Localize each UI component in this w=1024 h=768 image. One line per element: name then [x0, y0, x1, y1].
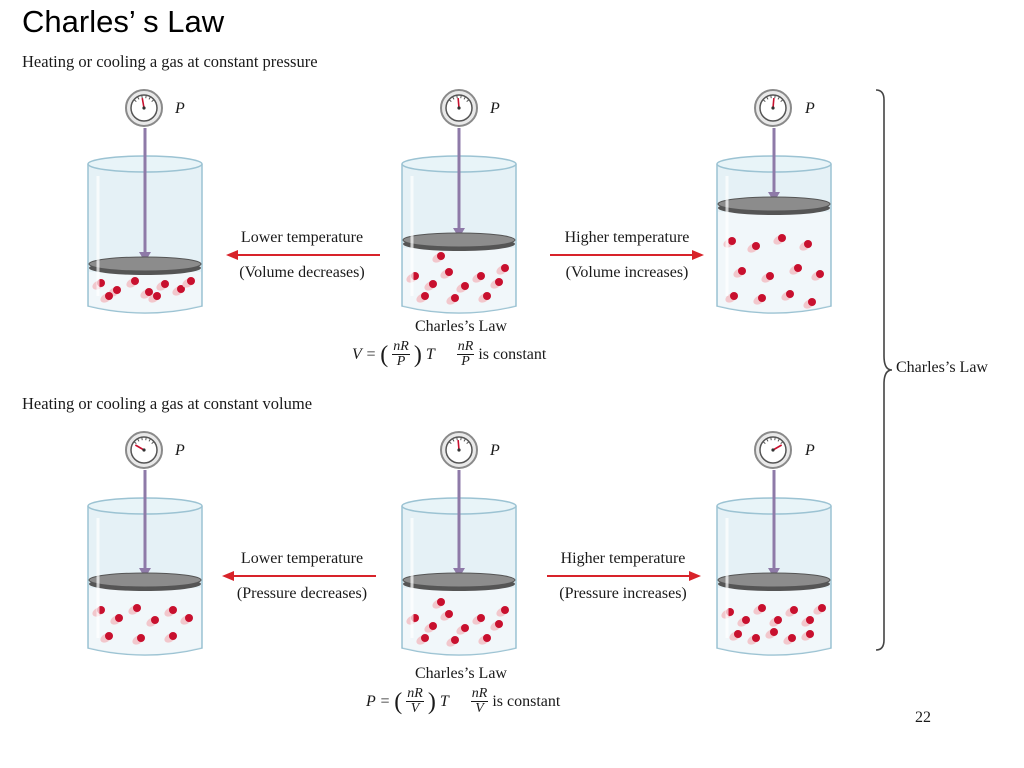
- right-arrow-icon: [550, 250, 704, 260]
- section-heading-constant-volume: Heating or cooling a gas at constant vol…: [22, 394, 313, 413]
- pressure-label: P: [175, 442, 185, 459]
- higher-temperature-label: Higher temperature: [560, 550, 686, 567]
- beaker-heated-high-volume: [716, 128, 832, 314]
- constant-numerator: nR: [470, 686, 489, 702]
- constant-denominator: P: [461, 354, 470, 369]
- pressure-label: P: [175, 100, 185, 117]
- section-heading-constant-pressure: Heating or cooling a gas at constant pre…: [22, 52, 318, 71]
- equation-lhs: V =: [352, 345, 377, 363]
- constant-text: is constant: [478, 345, 547, 363]
- fraction-numerator: nR: [406, 686, 424, 702]
- pressure-increases-label: (Pressure increases): [559, 585, 687, 602]
- pressure-label: P: [490, 100, 500, 117]
- pressure-gauge-icon: [440, 89, 478, 127]
- volume-increases-label: (Volume increases): [565, 264, 689, 281]
- volume-decreases-label: (Volume decreases): [239, 264, 365, 281]
- fraction-denominator: V: [410, 701, 420, 716]
- slide-title: Charles’ s Law: [22, 4, 225, 39]
- pressure-label: P: [805, 442, 815, 459]
- beaker-initial-state: [401, 128, 517, 314]
- fraction-numerator: nR: [392, 339, 410, 355]
- equation-lhs: P =: [366, 692, 391, 710]
- lower-temperature-label: Lower temperature: [240, 550, 364, 567]
- pressure-gauge-icon: [754, 89, 792, 127]
- law-caption: Charles’s Law: [415, 318, 507, 335]
- left-arrow-icon: [222, 571, 376, 581]
- pressure-label: P: [805, 100, 815, 117]
- pressure-gauge-icon: [440, 431, 478, 469]
- beaker-initial-state: [401, 470, 517, 656]
- pressure-label: P: [490, 442, 500, 459]
- fraction-denominator: P: [396, 354, 406, 369]
- lower-temperature-label: Lower temperature: [240, 229, 364, 246]
- constant-text: is constant: [492, 692, 561, 710]
- page-number: 22: [915, 709, 931, 726]
- pressure-gauge-icon: [125, 431, 163, 469]
- beaker-cooled-low-pressure: [87, 470, 203, 656]
- equation-variable: T: [439, 692, 449, 710]
- right-arrow-icon: [547, 571, 701, 581]
- brace-label: Charles’s Law: [896, 359, 988, 376]
- beaker-cooled-low-volume: [87, 128, 203, 314]
- pressure-decreases-label: (Pressure decreases): [236, 585, 368, 602]
- constant-numerator: nR: [456, 339, 475, 355]
- pressure-gauge-icon: [754, 431, 792, 469]
- right-brace-icon: [875, 89, 893, 651]
- left-arrow-icon: [226, 250, 380, 260]
- constant-denominator: V: [475, 701, 484, 716]
- equation-variable: T: [425, 345, 435, 363]
- pressure-gauge-icon: [125, 89, 163, 127]
- beaker-heated-high-pressure: [716, 470, 832, 656]
- law-caption: Charles’s Law: [415, 665, 507, 682]
- higher-temperature-label: Higher temperature: [564, 229, 690, 246]
